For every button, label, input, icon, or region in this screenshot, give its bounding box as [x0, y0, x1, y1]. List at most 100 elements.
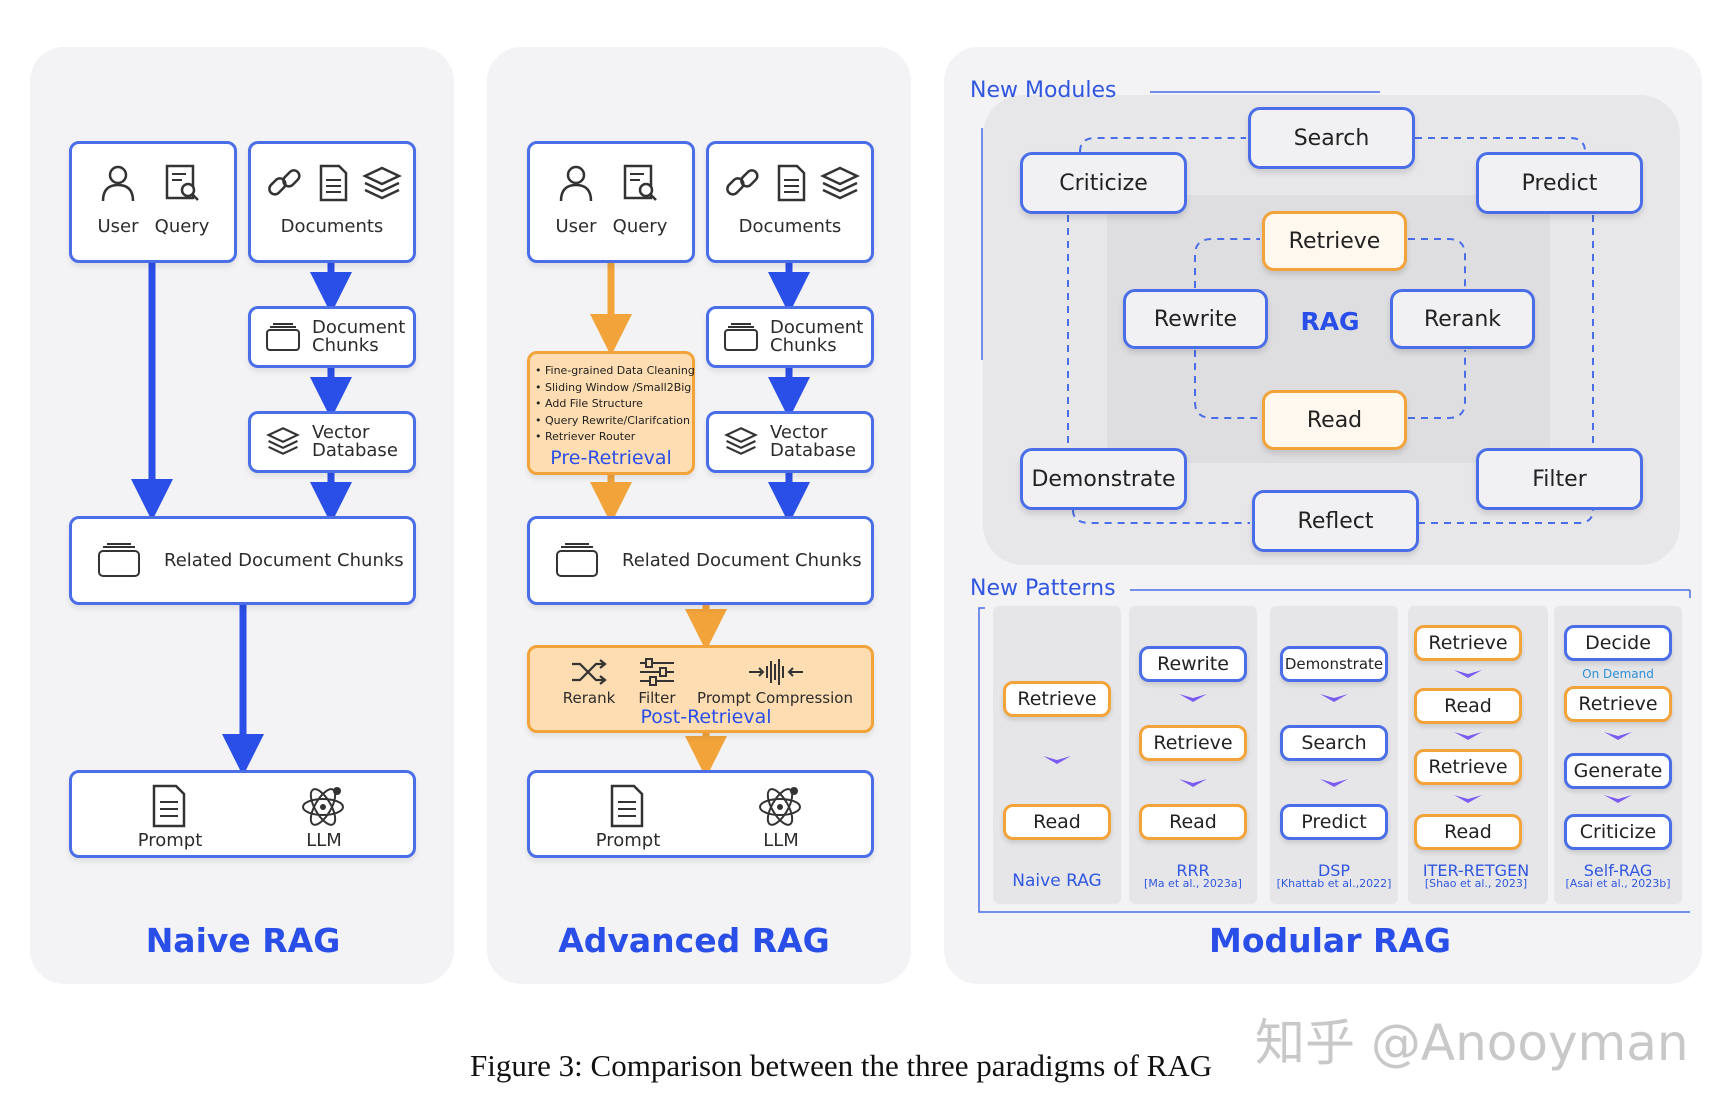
- adv-document-chunks-box: [706, 306, 874, 368]
- layers-icon: [362, 166, 402, 200]
- llm-label: LLM: [306, 830, 342, 851]
- pattern-citation: [Shao et al., 2023]: [1424, 877, 1528, 890]
- adv-layers-icon: [820, 166, 860, 200]
- related-chunks-icon: [98, 543, 140, 577]
- pattern-step: Read: [1414, 688, 1522, 724]
- vector-database-label-1: Vector: [312, 422, 370, 443]
- watermark: 知乎 @Anooyman: [1255, 1014, 1689, 1072]
- prompt-icon: [152, 784, 186, 828]
- pre-item: • Sliding Window /Small2Big: [535, 380, 692, 394]
- pattern-column-naive: [993, 606, 1121, 904]
- pattern-name: Naive RAG: [1012, 871, 1102, 891]
- link-icon: [268, 169, 301, 196]
- document-chunks-box: [248, 306, 416, 368]
- pattern-step: Retrieve: [1564, 686, 1672, 722]
- prompt-label: Prompt: [137, 830, 203, 851]
- pre-retrieval-label: Pre-Retrieval: [550, 447, 672, 469]
- user-label: User: [97, 216, 139, 237]
- vector-layers-icon: [266, 427, 300, 455]
- adv-llm-atom-icon: [759, 787, 801, 826]
- pattern-step: Decide: [1564, 625, 1672, 661]
- pre-item: • Fine-grained Data Cleaning: [535, 364, 695, 377]
- module-rerank: Rerank: [1390, 289, 1535, 349]
- module-reflect: Reflect: [1252, 490, 1419, 552]
- module-filter: Filter: [1476, 448, 1643, 510]
- pattern-step: Generate: [1564, 753, 1672, 789]
- module-retrieve: Retrieve: [1262, 211, 1407, 271]
- pattern-step: Retrieve: [1139, 725, 1247, 761]
- adv-link-icon: [726, 169, 759, 196]
- rag-core-area: [1107, 195, 1550, 463]
- module-rewrite: Rewrite: [1123, 289, 1268, 349]
- adv-document-chunks-label-2: Chunks: [770, 335, 837, 356]
- documents-label: Documents: [280, 216, 384, 237]
- vector-database-box: [248, 411, 416, 473]
- adv-vector-layers-icon: [724, 427, 758, 455]
- rerank-shuffle-icon: [572, 659, 607, 685]
- adv-documents-box: [706, 141, 874, 263]
- advanced-rag-title: Advanced RAG: [558, 921, 830, 960]
- pattern-citation: [Khattab et al.,2022]: [1276, 877, 1392, 890]
- pattern-step: Read: [1003, 804, 1111, 840]
- adv-vector-database-box: [706, 411, 874, 473]
- adv-query-label: Query: [612, 216, 668, 237]
- module-demonstrate: Demonstrate: [1020, 448, 1187, 510]
- pattern-step: Criticize: [1564, 814, 1672, 850]
- new-patterns-heading: New Patterns: [970, 576, 1116, 601]
- adv-chunks-icon: [724, 323, 758, 351]
- query-doc-search-icon: [165, 164, 199, 201]
- adv-related-chunks-label: Related Document Chunks: [622, 550, 862, 571]
- document-chunks-label-1: Document: [312, 317, 406, 338]
- pattern-step: Retrieve: [1414, 749, 1522, 785]
- pattern-step: Read: [1139, 804, 1247, 840]
- naive-rag-title: Naive RAG: [145, 921, 341, 960]
- adv-related-chunks-icon: [556, 543, 598, 577]
- adv-user-icon: [559, 165, 593, 202]
- adv-prompt-icon: [610, 784, 644, 828]
- pattern-step: Predict: [1280, 804, 1388, 840]
- module-predict: Predict: [1476, 152, 1643, 214]
- pattern-step: Retrieve: [1414, 625, 1522, 661]
- post-retrieval-box: [527, 645, 874, 733]
- adv-user-label: User: [555, 216, 597, 237]
- related-chunks-label: Related Document Chunks: [164, 550, 404, 571]
- rag-core-label: RAG: [1300, 307, 1360, 336]
- pre-item: • Add File Structure: [535, 397, 643, 410]
- filter-sliders-icon: [640, 658, 674, 686]
- adv-document-chunks-label-1: Document: [770, 317, 864, 338]
- pattern-step: Search: [1280, 725, 1388, 761]
- pattern-citation: [Ma et al., 2023a]: [1144, 877, 1242, 890]
- module-search: Search: [1248, 107, 1415, 169]
- query-label: Query: [154, 216, 210, 237]
- pattern-step: Demonstrate: [1280, 646, 1388, 682]
- user-icon: [101, 165, 135, 202]
- document-chunks-label-2: Chunks: [312, 335, 379, 356]
- document-icon: [319, 164, 348, 202]
- pre-item: • Retriever Router: [535, 430, 636, 443]
- module-read: Read: [1262, 390, 1407, 450]
- llm-atom-icon: [302, 787, 344, 826]
- pattern-name: RRR: [1176, 861, 1210, 880]
- on-demand-note: On Demand: [1582, 667, 1654, 681]
- documents-box: [248, 141, 416, 263]
- pre-retrieval-list: • Fine-grained Data Cleaning • Sliding W…: [535, 363, 695, 446]
- adv-prompt-llm-box: [527, 770, 874, 858]
- pre-retrieval-box: [527, 351, 695, 475]
- related-chunks-box: [69, 516, 416, 605]
- chunks-icon: [266, 323, 300, 351]
- prompt-llm-box: [69, 770, 416, 858]
- pattern-name: DSP: [1317, 861, 1351, 880]
- module-criticize: Criticize: [1020, 152, 1187, 214]
- post-retrieval-label: Post-Retrieval: [640, 706, 772, 728]
- filter-label: Filter: [638, 689, 676, 707]
- new-modules-heading: New Modules: [970, 78, 1117, 103]
- adv-llm-label: LLM: [763, 830, 799, 851]
- pre-item: • Query Rewrite/Clarifcation: [535, 413, 690, 427]
- adv-document-icon: [777, 164, 806, 202]
- adv-vector-database-label-2: Database: [770, 440, 856, 461]
- adv-prompt-label: Prompt: [595, 830, 661, 851]
- user-query-box: [69, 141, 237, 263]
- modular-rag-title: Modular RAG: [1208, 921, 1452, 960]
- pattern-step: Retrieve: [1003, 681, 1111, 717]
- vector-database-label-2: Database: [312, 440, 398, 461]
